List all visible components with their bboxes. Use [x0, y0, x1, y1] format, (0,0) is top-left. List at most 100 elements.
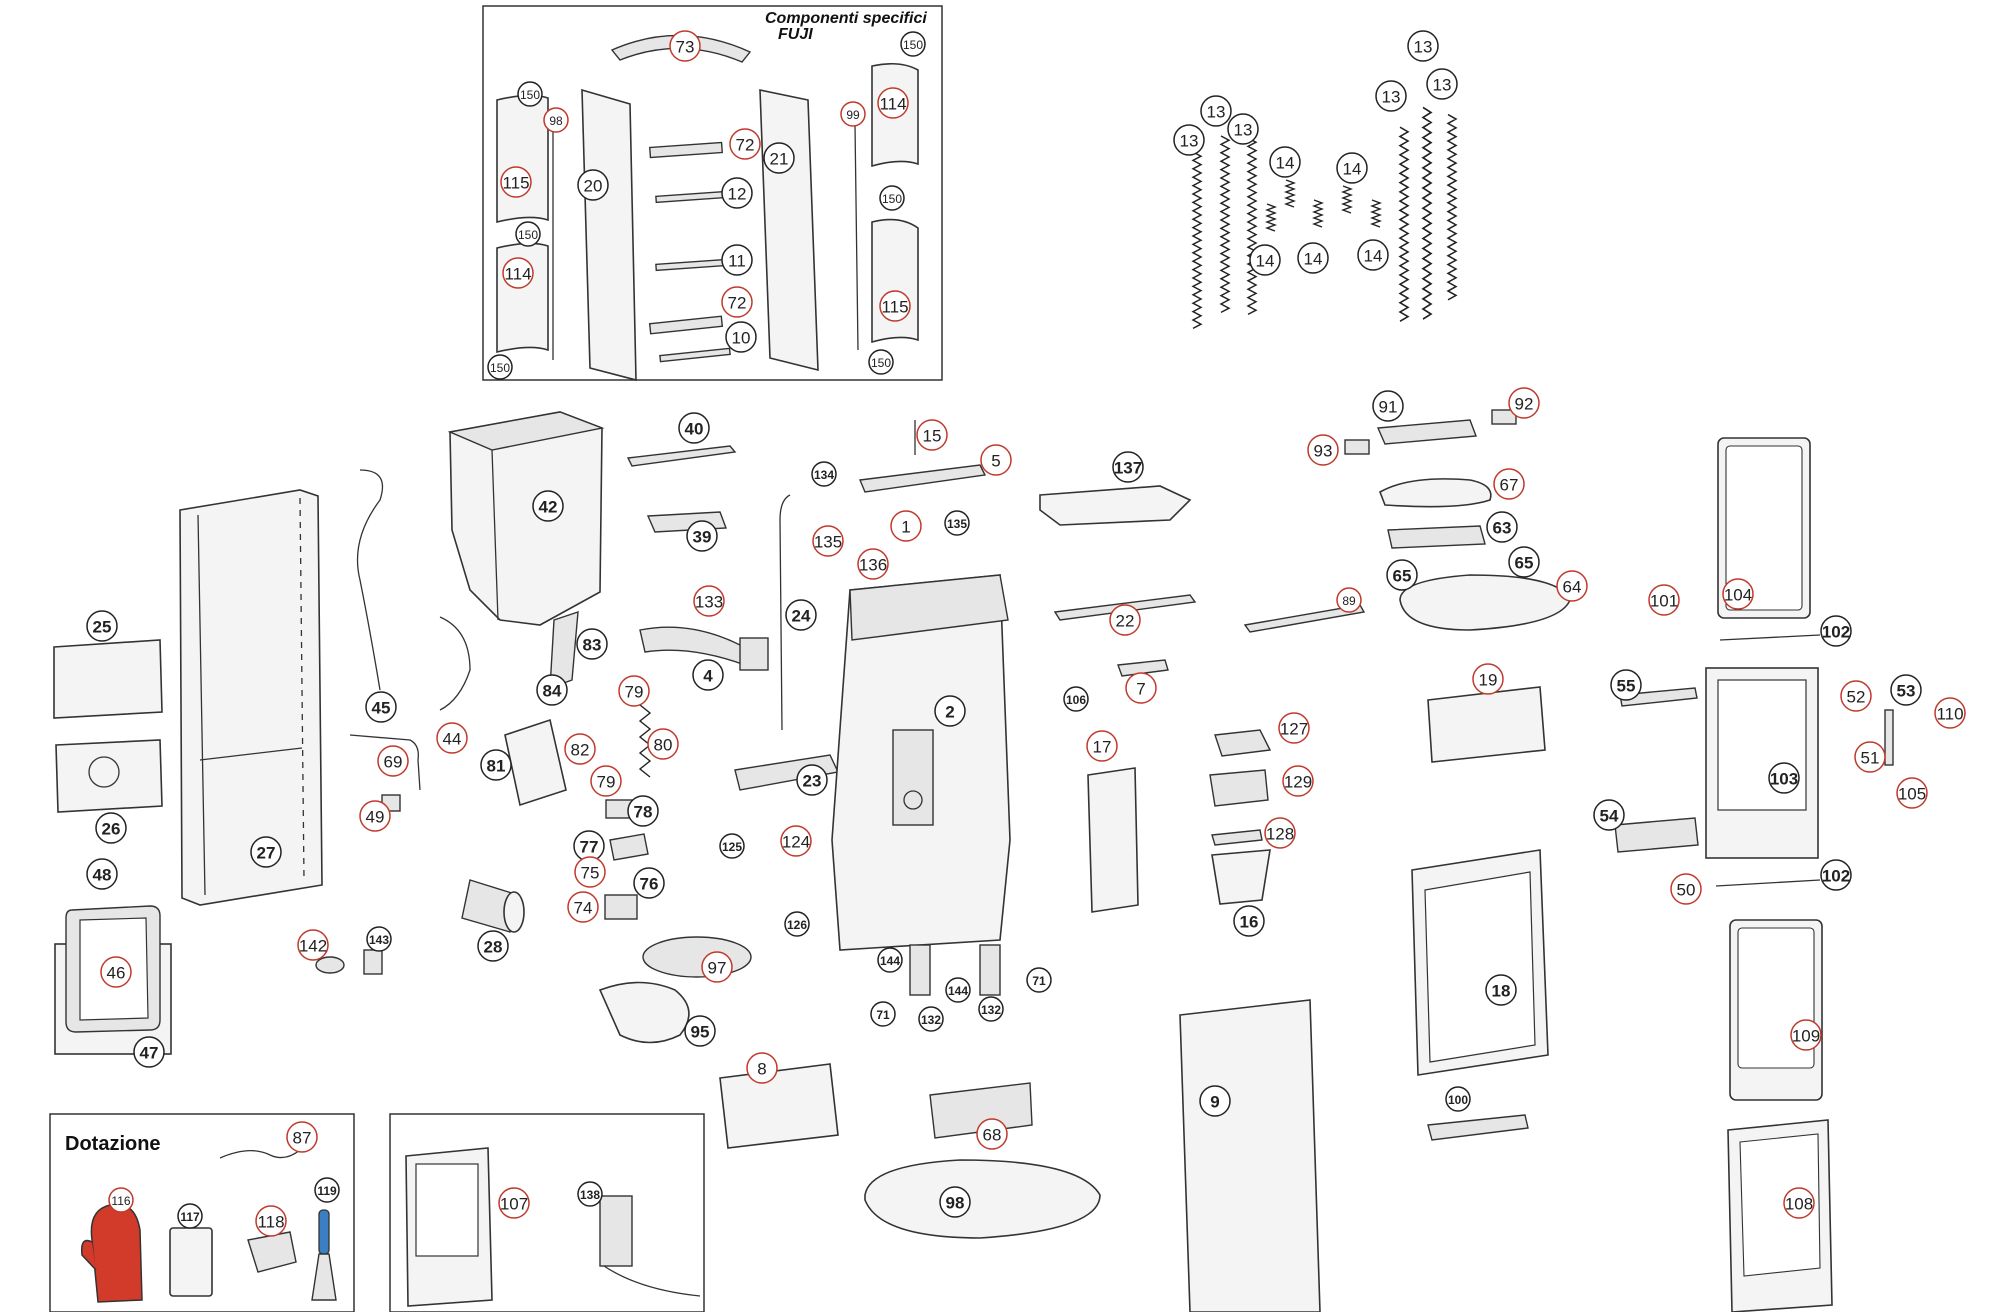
part-label-text: 69: [384, 753, 403, 772]
part-label-circle: [286, 1121, 318, 1153]
part-label-text: 19: [1479, 671, 1498, 690]
part-label-text: 13: [1207, 103, 1226, 122]
part-label-101: 101: [1648, 584, 1680, 616]
part-label-79: 79: [590, 765, 622, 797]
part-label-1: 1: [890, 510, 922, 542]
springs-group: [1191, 106, 1457, 330]
part-label-text: 142: [299, 937, 327, 956]
part-label-48: 48: [86, 858, 118, 890]
part-label-circle: [796, 764, 828, 796]
part-label-circle: [693, 585, 725, 617]
part-label-11: 11: [721, 244, 753, 276]
part-label-text: 26: [102, 820, 121, 839]
part-label-63: 63: [1486, 511, 1518, 543]
part-label-circle: [1336, 152, 1368, 184]
part-label-circle: [314, 1177, 340, 1203]
part-label-circle: [108, 1187, 134, 1213]
part-label-4: 4: [692, 659, 724, 691]
part-label-text: 13: [1234, 121, 1253, 140]
part-label-text: 127: [1280, 720, 1308, 739]
part-label-circle: [701, 951, 733, 983]
part-label-circle: [86, 858, 118, 890]
part-label-137: 137: [1112, 451, 1144, 483]
side-panel-right-lower: [871, 218, 919, 344]
part-label-circle: [721, 177, 753, 209]
part-label-14: 14: [1269, 146, 1301, 178]
fuji-box-title-line1: Componenti specifici: [765, 10, 927, 27]
part-label-circle: [1508, 546, 1540, 578]
part-label-126: 126: [784, 911, 810, 937]
part-label-14: 14: [1357, 239, 1389, 271]
part-label-circle: [1896, 777, 1928, 809]
part-label-circle: [517, 81, 543, 107]
part-label-circle: [1227, 113, 1259, 145]
part-label-circle: [692, 659, 724, 691]
part-label-circle: [729, 128, 761, 160]
part-label-circle: [763, 142, 795, 174]
part-label-circle: [1556, 570, 1588, 602]
scraper-icon: [318, 1209, 330, 1255]
part-label-text: 17: [1093, 738, 1112, 757]
part-label-128: 128: [1264, 817, 1296, 849]
part-label-text: 132: [981, 1003, 1001, 1017]
part-label-text: 7: [1136, 680, 1145, 699]
part-label-42: 42: [532, 490, 564, 522]
part-label-text: 55: [1617, 677, 1636, 696]
part-label-text: 114: [879, 95, 906, 114]
part-label-129: 129: [1282, 765, 1314, 797]
part-label-text: 87: [293, 1129, 312, 1148]
part-label-150: 150: [517, 81, 543, 107]
part-label-text: 68: [983, 1126, 1002, 1145]
part-label-text: 144: [880, 954, 900, 968]
part-label-text: 107: [500, 1195, 528, 1214]
part-label-text: 81: [487, 757, 506, 776]
part-label-circle: [785, 599, 817, 631]
part-label-text: 115: [881, 298, 908, 317]
top-cover-91: [1376, 419, 1477, 445]
part-label-text: 117: [180, 1210, 200, 1224]
part-label-104: 104: [1722, 578, 1754, 610]
base-plate-98: [864, 1159, 1101, 1239]
part-label-136: 136: [857, 548, 889, 580]
part-label-text: 110: [1936, 705, 1963, 724]
part-label-circle: [976, 1118, 1008, 1150]
part-label-text: 77: [580, 838, 599, 857]
part-label-46: 46: [100, 956, 132, 988]
part-label-82: 82: [564, 733, 596, 765]
part-label-circle: [1934, 697, 1966, 729]
part-label-91: 91: [1372, 390, 1404, 422]
part-label-circle: [868, 349, 894, 375]
part-label-13: 13: [1407, 30, 1439, 62]
part-label-circle: [1593, 799, 1625, 831]
part-label-circle: [543, 107, 569, 133]
part-label-text: 40: [685, 420, 704, 439]
part-label-circle: [100, 956, 132, 988]
part-label-text: 124: [782, 833, 810, 852]
part-label-100: 100: [1445, 1086, 1471, 1112]
part-label-text: 25: [93, 618, 112, 637]
part-label-circle: [1820, 615, 1852, 647]
part-label-108: 108: [1783, 1187, 1815, 1219]
part-label-circle: [978, 996, 1004, 1022]
part-label-text: 50: [1677, 881, 1696, 900]
part-label-67: 67: [1493, 468, 1525, 500]
part-label-circle: [780, 825, 812, 857]
part-label-45: 45: [365, 691, 397, 723]
part-label-circle: [784, 911, 810, 937]
blower-95: [598, 981, 690, 1044]
part-label-text: 45: [372, 699, 391, 718]
part-label-76: 76: [633, 867, 665, 899]
part-label-circle: [377, 745, 409, 777]
part-label-27: 27: [250, 836, 282, 868]
part-label-text: 71: [876, 1008, 890, 1022]
part-label-circle: [1109, 604, 1141, 636]
part-label-text: 14: [1256, 252, 1275, 271]
part-label-72: 72: [721, 286, 753, 318]
part-label-105: 105: [1896, 777, 1928, 809]
part-label-circle: [939, 1186, 971, 1218]
part-label-circle: [857, 548, 889, 580]
part-label-50: 50: [1670, 873, 1702, 905]
part-label-circle: [647, 728, 679, 760]
part-label-text: 103: [1770, 770, 1798, 789]
part-label-circle: [1472, 663, 1504, 695]
